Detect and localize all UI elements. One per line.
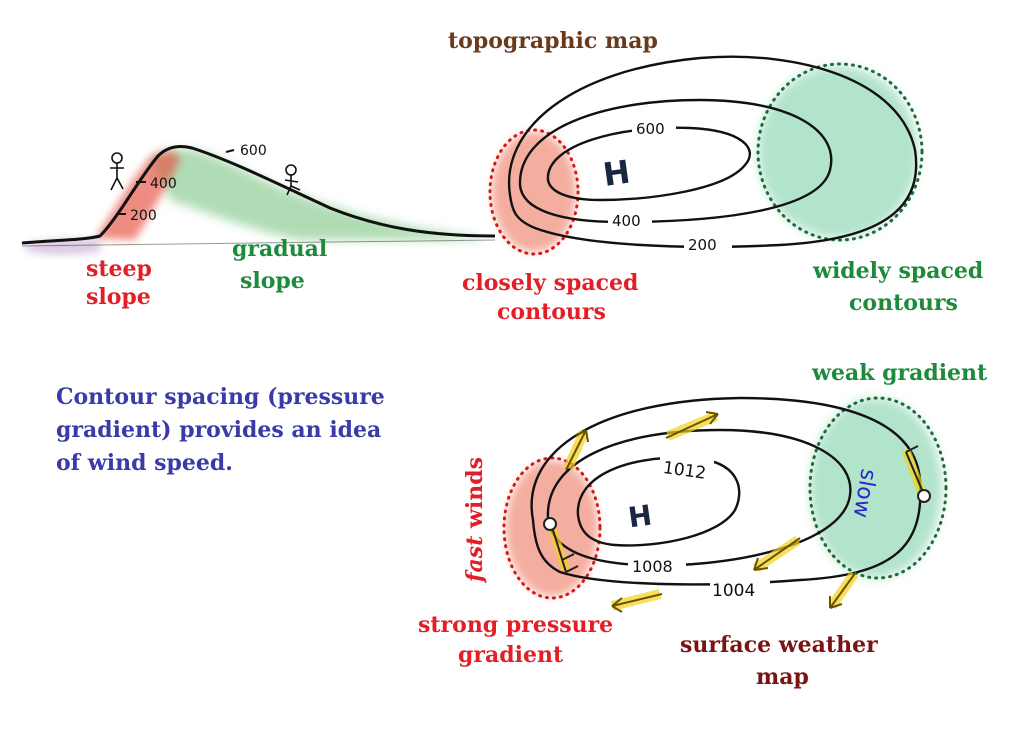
weather-label-gap-1012	[660, 456, 714, 482]
topo-close-spacing-shading	[492, 132, 576, 252]
topographic-map: 600 400 200 H	[488, 55, 924, 256]
topo-close-spacing-dotted	[488, 128, 580, 256]
hill-elev-600: 600	[240, 143, 267, 159]
wind-arrow-bottom-left	[610, 589, 663, 613]
weak-gradient-label: weak gradient	[812, 360, 988, 386]
topo-high-symbol: H	[601, 153, 633, 194]
topo-contour-400	[518, 98, 833, 224]
hill-green-shading	[150, 148, 480, 240]
topographic-map-title: topographic map	[448, 28, 658, 54]
hill-contour-tick-600	[225, 149, 235, 153]
steep-slope-line1: steep	[86, 256, 152, 282]
wind-barb-slow	[901, 445, 931, 503]
gradual-slope-line2: slope	[240, 268, 305, 294]
hill-elev-200: 200	[130, 208, 157, 224]
stick-figure-steep	[110, 152, 124, 191]
surface-map-title-line2: map	[756, 664, 809, 690]
weather-label-gap-1004	[710, 578, 770, 600]
wind-arrows	[543, 411, 931, 613]
hill-ground-line	[21, 239, 496, 247]
topo-wide-spacing-dotted	[756, 62, 924, 242]
note-line1: Contour spacing (pressure	[56, 384, 385, 410]
wind-arrow-bottom-right	[827, 571, 859, 609]
gradual-slope-line1: gradual	[232, 236, 328, 262]
strong-gradient-line2: gradient	[458, 642, 564, 668]
closely-spaced-line2: contours	[497, 299, 606, 325]
stick-figure-gradual	[284, 164, 301, 196]
topo-contour-label-600: 600	[636, 120, 665, 138]
weather-label-gap-1008	[628, 556, 686, 576]
wind-arrow-bottom-center	[753, 535, 801, 573]
weather-weak-gradient-shading	[810, 398, 942, 578]
note-line3: of wind speed.	[56, 450, 233, 476]
hill-elev-400: 400	[150, 176, 177, 192]
widely-spaced-line1: widely spaced	[813, 258, 984, 284]
hill-profile: 600 400 200	[21, 143, 496, 255]
topo-label-gap-200	[684, 236, 732, 254]
weather-weak-gradient-dotted	[808, 396, 948, 580]
wind-arrow-top-center	[665, 411, 719, 441]
surface-map-title-line1: surface weather	[680, 632, 878, 658]
steep-slope-line2: slope	[86, 284, 151, 310]
closely-spaced-line1: closely spaced	[462, 270, 639, 296]
fast-word: fast	[462, 535, 488, 582]
surface-weather-map: 1012 1008 1004 H slow	[502, 396, 948, 613]
wind-barb-fast	[543, 517, 579, 573]
topo-label-gap-600	[632, 120, 676, 136]
hill-outline	[21, 145, 496, 245]
weather-isobar-1004	[530, 396, 922, 586]
weather-isobar-label-1008: 1008	[632, 557, 673, 576]
wind-arrow-top-left	[563, 429, 589, 471]
weather-isobar-1012	[576, 456, 741, 547]
topo-contour-200	[507, 55, 918, 249]
topo-label-gap-400	[608, 212, 652, 230]
widely-spaced-line2: contours	[849, 290, 958, 316]
topo-contour-label-200: 200	[688, 236, 717, 254]
fast-winds-label: fast winds	[462, 457, 488, 582]
weather-high-symbol: H	[626, 499, 654, 535]
strong-gradient-line1: strong pressure	[418, 612, 614, 638]
topo-contour-600	[546, 126, 752, 202]
topo-wide-spacing-shading	[758, 66, 918, 238]
weather-strong-gradient-dotted	[502, 456, 602, 600]
winds-word: winds	[462, 456, 488, 529]
topo-contour-label-400: 400	[612, 212, 641, 230]
weather-isobar-label-1004: 1004	[712, 581, 755, 601]
note-line2: gradient) provides an idea	[56, 417, 382, 443]
